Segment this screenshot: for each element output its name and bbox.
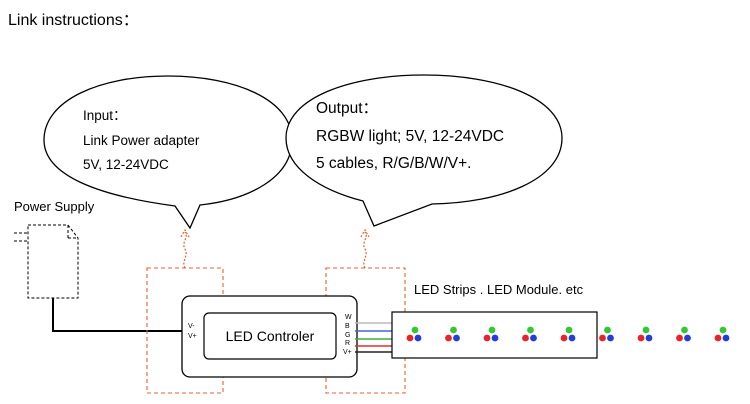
output-bubble-line-3: 5 cables, R/G/B/W/V+. bbox=[316, 155, 471, 172]
input-wavy-arrow bbox=[180, 228, 190, 269]
led-green-dot bbox=[604, 326, 611, 334]
input-bubble bbox=[43, 75, 293, 230]
led-green-dot bbox=[719, 326, 727, 334]
led-blue-dot bbox=[645, 334, 653, 342]
led-red-dot bbox=[522, 334, 529, 342]
output-bubble bbox=[285, 74, 563, 227]
input-dashed-box bbox=[146, 267, 224, 394]
led-red-dot bbox=[714, 334, 722, 342]
led-blue-dot bbox=[722, 334, 730, 342]
controller-pin-g: G bbox=[345, 332, 350, 339]
led-group bbox=[599, 326, 614, 342]
led-group bbox=[522, 326, 537, 342]
led-blue-dot bbox=[530, 334, 537, 342]
led-green-dot bbox=[527, 326, 534, 334]
input-bubble-line-1: Input： bbox=[83, 108, 127, 123]
led-red-dot bbox=[445, 334, 452, 342]
led-blue-dot bbox=[414, 334, 422, 342]
led-green-dot bbox=[642, 326, 650, 334]
led-group bbox=[637, 326, 653, 342]
led-group bbox=[560, 326, 576, 342]
controller-pin-v-plus-out: V+ bbox=[343, 349, 352, 356]
controller-pin-w: W bbox=[345, 314, 352, 321]
led-blue-dot bbox=[453, 334, 460, 342]
led-blue-dot bbox=[568, 334, 576, 342]
led-controller-inner bbox=[203, 312, 337, 360]
power-supply-icon bbox=[14, 224, 79, 299]
led-red-dot bbox=[599, 334, 606, 342]
input-bubble-line-2: Link Power adapter bbox=[83, 133, 200, 148]
led-group bbox=[676, 326, 691, 342]
led-green-dot bbox=[450, 326, 457, 334]
led-blue-dot bbox=[684, 334, 691, 342]
output-wavy-arrow bbox=[360, 228, 370, 269]
led-group bbox=[483, 326, 499, 342]
controller-pin-r: R bbox=[345, 340, 350, 347]
page-title: Link instructions： bbox=[8, 12, 139, 29]
led-controller-label: LED Controler bbox=[226, 328, 315, 344]
power-cable bbox=[52, 298, 183, 332]
led-blue-dot bbox=[607, 334, 614, 342]
controller-pin-v-plus-in: V+ bbox=[188, 333, 197, 340]
led-green-dot bbox=[681, 326, 688, 334]
led-green-dot bbox=[565, 326, 573, 334]
output-wires bbox=[355, 322, 392, 353]
led-strip-label: LED Strips . LED Module. etc bbox=[414, 282, 584, 297]
input-bubble-line-3: 5V, 12-24VDC bbox=[83, 157, 169, 172]
led-group bbox=[714, 326, 730, 342]
led-red-dot bbox=[676, 334, 683, 342]
led-green-dot bbox=[411, 326, 419, 334]
led-groups bbox=[406, 326, 730, 342]
controller-pin-b: B bbox=[345, 323, 350, 330]
output-bubble-line-1: Output： bbox=[316, 100, 378, 117]
controller-pin-v-minus: V- bbox=[188, 323, 195, 330]
led-green-dot bbox=[488, 326, 496, 334]
led-red-dot bbox=[560, 334, 568, 342]
led-blue-dot bbox=[491, 334, 499, 342]
led-red-dot bbox=[483, 334, 491, 342]
led-group bbox=[445, 326, 460, 342]
led-red-dot bbox=[637, 334, 645, 342]
power-supply-label: Power Supply bbox=[14, 199, 95, 214]
led-group bbox=[406, 326, 422, 342]
output-bubble-line-2: RGBW light; 5V, 12-24VDC bbox=[316, 128, 504, 145]
led-red-dot bbox=[406, 334, 414, 342]
